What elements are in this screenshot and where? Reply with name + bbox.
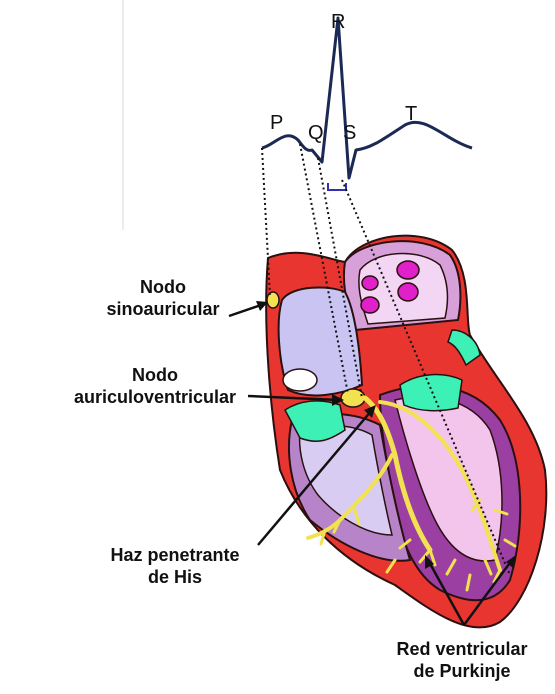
label-his-bundle-line2: de His bbox=[95, 566, 255, 588]
vessel-opening bbox=[361, 297, 379, 313]
label-sa-node-line2: sinoauricular bbox=[93, 298, 233, 320]
label-purkinje-line2: de Purkinje bbox=[372, 660, 552, 682]
ecg-label-q: Q bbox=[308, 123, 324, 143]
label-sa-node: Nodo sinoauricular bbox=[93, 276, 233, 320]
vessel-opening bbox=[397, 261, 419, 279]
ecg-label-r: R bbox=[331, 12, 345, 32]
label-his-bundle-line1: Haz penetrante bbox=[95, 544, 255, 566]
vessel-opening bbox=[398, 283, 418, 301]
ecg-label-t: T bbox=[405, 104, 417, 124]
label-purkinje-line1: Red ventricular bbox=[372, 638, 552, 660]
mitral-valve bbox=[400, 375, 462, 411]
av-node bbox=[341, 389, 365, 407]
label-purkinje: Red ventricular de Purkinje bbox=[372, 638, 552, 682]
label-av-node-line2: auriculoventricular bbox=[60, 386, 250, 408]
label-av-node-line1: Nodo bbox=[60, 364, 250, 386]
ecg-label-p: P bbox=[270, 113, 283, 133]
ecg-trace bbox=[262, 18, 472, 178]
label-av-node: Nodo auriculoventricular bbox=[60, 364, 250, 408]
vessel-opening bbox=[362, 276, 378, 290]
isoelectric-bracket bbox=[328, 183, 346, 190]
venous-opening bbox=[283, 369, 317, 391]
sa-node bbox=[267, 292, 279, 308]
ecg-label-s: S bbox=[343, 123, 356, 143]
label-his-bundle: Haz penetrante de His bbox=[95, 544, 255, 588]
label-sa-node-line1: Nodo bbox=[93, 276, 233, 298]
